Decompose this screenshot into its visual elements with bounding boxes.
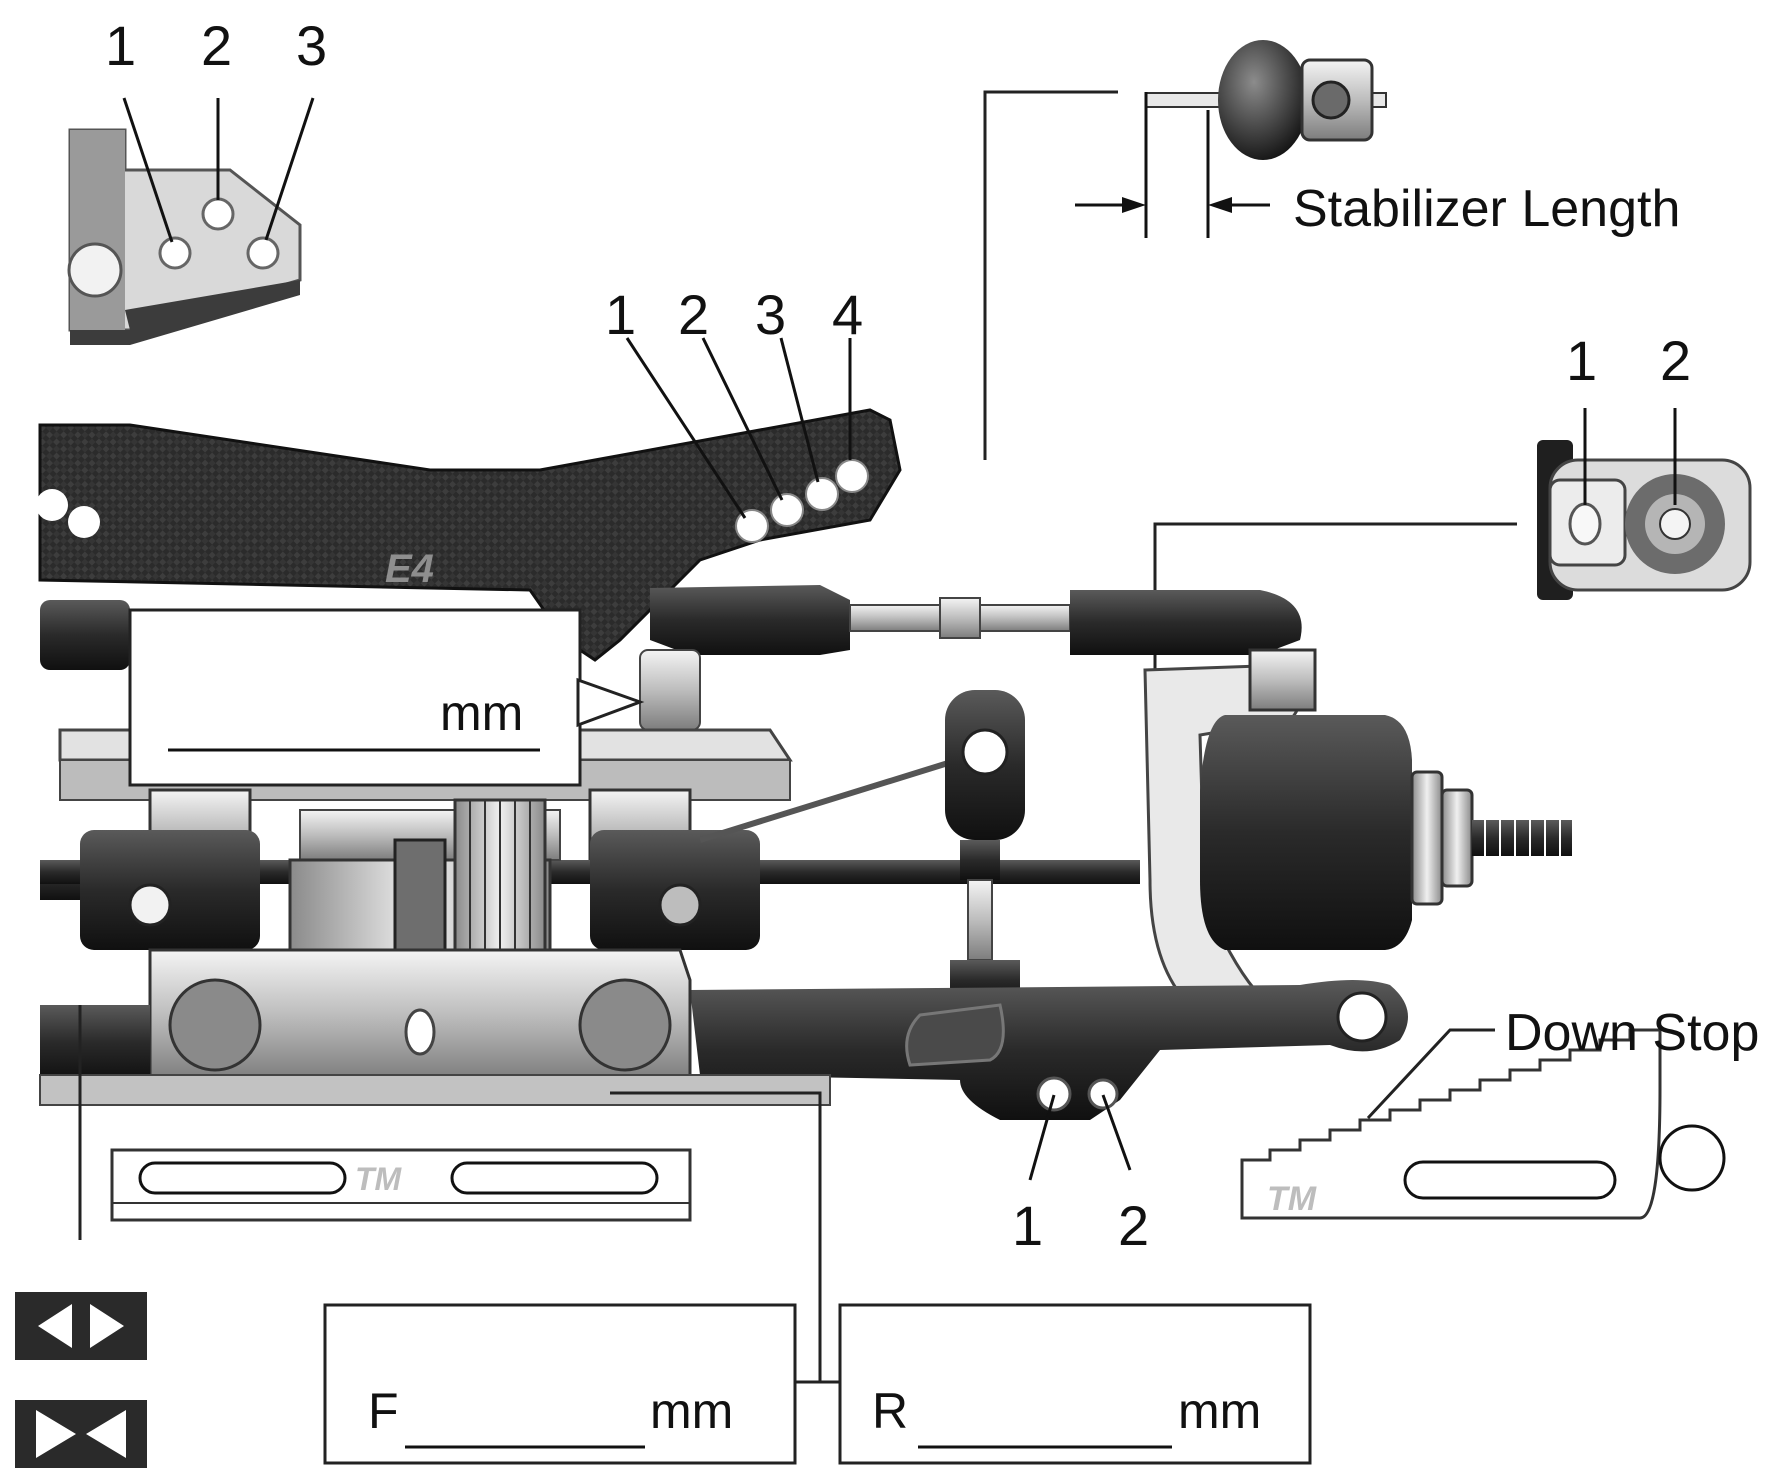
- plate-label-1: 1: [605, 283, 636, 346]
- front-track-prefix: F: [368, 1383, 399, 1439]
- carbon-top-plate: [36, 337, 902, 662]
- track-leaders: [78, 1005, 840, 1384]
- bracket-label-1: 1: [105, 14, 136, 77]
- top-plate-logo: E4: [385, 547, 434, 591]
- right-bracket: [1153, 408, 1752, 730]
- down-stop: [1240, 1028, 1726, 1220]
- right-bracket-label-1: 1: [1566, 329, 1597, 392]
- stabilizer-detail: [983, 40, 1387, 460]
- plate-label-2: 2: [678, 283, 709, 346]
- arm-label-2: 2: [1118, 1194, 1149, 1257]
- measurement-box: [128, 608, 645, 787]
- rear-track-box: [838, 1303, 1312, 1465]
- top-left-bracket: [67, 97, 315, 345]
- measurement-unit: mm: [440, 685, 523, 741]
- right-bracket-label-2: 2: [1660, 329, 1691, 392]
- bracket-label-2: 2: [201, 14, 232, 77]
- arrows-out-icon: [15, 1292, 147, 1360]
- arm-label-1: 1: [1012, 1194, 1043, 1257]
- arrows-in-icon: [15, 1400, 147, 1468]
- spacer-logo: TM: [355, 1161, 403, 1197]
- front-track-unit: mm: [650, 1383, 733, 1439]
- spacer-plate: [110, 1148, 692, 1222]
- plate-label-4: 4: [832, 283, 863, 346]
- stabilizer-length-label: Stabilizer Length: [1293, 180, 1680, 238]
- rear-track-prefix: R: [872, 1383, 908, 1439]
- rear-track-unit: mm: [1178, 1383, 1261, 1439]
- plate-label-3: 3: [755, 283, 786, 346]
- bracket-label-3: 3: [296, 14, 327, 77]
- down-stop-label: Down Stop: [1505, 1004, 1759, 1062]
- down-stop-logo: TM: [1267, 1180, 1317, 1218]
- front-track-box: [323, 1303, 797, 1465]
